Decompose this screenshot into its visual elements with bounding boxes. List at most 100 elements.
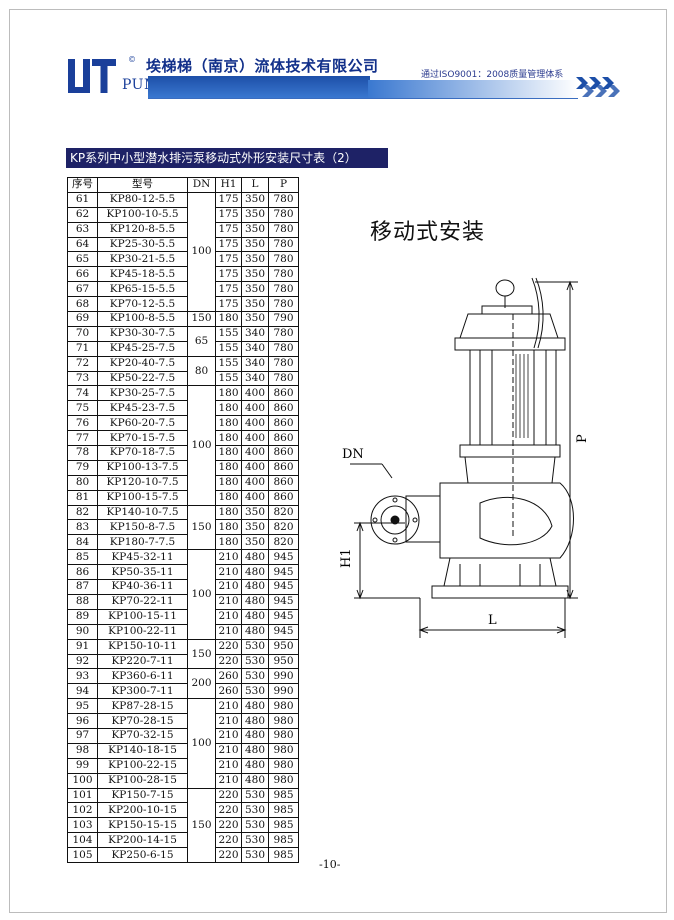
- p-cell: 980: [268, 772, 299, 789]
- l-cell: 480: [241, 727, 269, 744]
- p-cell: 980: [268, 742, 299, 759]
- l-cell: 350: [241, 236, 269, 253]
- l-cell: 480: [241, 608, 269, 625]
- h1-cell: 180: [215, 400, 242, 417]
- p-cell: 860: [268, 474, 299, 491]
- serial-cell: 96: [67, 713, 98, 729]
- l-cell: 530: [241, 802, 269, 819]
- model-cell: KP70-18-7.5: [97, 445, 188, 461]
- p-cell: 860: [268, 430, 299, 447]
- model-cell: KP150-15-15: [97, 817, 188, 834]
- h1-cell: 180: [215, 385, 242, 402]
- p-cell: 780: [268, 206, 299, 223]
- model-cell: KP100-8-5.5: [97, 311, 188, 327]
- chevron-right-icon: [576, 77, 620, 97]
- dn-cell: 150: [187, 638, 216, 670]
- l-cell: 350: [241, 519, 269, 536]
- model-cell: KP30-30-7.5: [97, 325, 188, 342]
- h1-cell: 210: [215, 698, 242, 715]
- h1-cell: 210: [215, 757, 242, 774]
- h1-cell: 210: [215, 772, 242, 789]
- dn-cell: 100: [187, 698, 216, 789]
- h1-cell: 180: [215, 519, 242, 536]
- l-cell: 530: [241, 683, 269, 700]
- l-cell: 480: [241, 579, 269, 595]
- h1-cell: 175: [215, 251, 242, 268]
- logo-mark-icon: [68, 59, 116, 93]
- h1-cell: 155: [215, 355, 242, 372]
- serial-cell: 80: [67, 474, 98, 491]
- model-cell: KP220-7-11: [97, 653, 188, 670]
- p-cell: 820: [268, 519, 299, 536]
- h1-cell: 210: [215, 608, 242, 625]
- p-cell: 945: [268, 593, 299, 610]
- model-cell: KP100-10-5.5: [97, 206, 188, 223]
- p-cell: 780: [268, 370, 299, 387]
- page-frame: [9, 9, 667, 913]
- certification-text: 通过ISO9001：2008质量管理体系: [421, 70, 564, 80]
- serial-cell: 88: [67, 593, 98, 610]
- serial-cell: 101: [67, 787, 98, 804]
- serial-cell: 77: [67, 430, 98, 447]
- model-cell: KP45-25-7.5: [97, 340, 188, 357]
- model-cell: KP100-13-7.5: [97, 459, 188, 476]
- h1-cell: 175: [215, 191, 242, 208]
- h1-cell: 260: [215, 683, 242, 700]
- model-cell: KP100-15-7.5: [97, 489, 188, 506]
- l-cell: 480: [241, 757, 269, 774]
- h1-cell: 180: [215, 534, 242, 551]
- serial-cell: 81: [67, 489, 98, 506]
- h1-cell: 210: [215, 579, 242, 595]
- h1-cell: 210: [215, 564, 242, 581]
- serial-cell: 89: [67, 608, 98, 625]
- model-cell: KP45-32-11: [97, 549, 188, 566]
- serial-cell: 63: [67, 221, 98, 238]
- serial-cell: 92: [67, 653, 98, 670]
- model-cell: KP30-21-5.5: [97, 251, 188, 268]
- model-cell: KP150-8-7.5: [97, 519, 188, 536]
- l-cell: 350: [241, 281, 269, 298]
- h1-cell: 175: [215, 236, 242, 253]
- h1-cell: 180: [215, 415, 242, 432]
- l-cell: 480: [241, 713, 269, 729]
- l-cell: 530: [241, 817, 269, 834]
- h1-cell: 180: [215, 489, 242, 506]
- h1-cell: 180: [215, 474, 242, 491]
- p-cell: 860: [268, 489, 299, 506]
- model-cell: KP70-15-7.5: [97, 430, 188, 447]
- p-cell: 860: [268, 445, 299, 461]
- p-cell: 945: [268, 549, 299, 566]
- model-cell: KP87-28-15: [97, 698, 188, 715]
- serial-cell: 76: [67, 415, 98, 432]
- serial-cell: 87: [67, 579, 98, 595]
- h1-cell: 175: [215, 266, 242, 283]
- dn-cell: 80: [187, 355, 216, 387]
- model-cell: KP200-14-15: [97, 832, 188, 849]
- h1-cell: 175: [215, 296, 242, 313]
- serial-cell: 78: [67, 445, 98, 461]
- h1-cell: 210: [215, 742, 242, 759]
- h1-cell: 220: [215, 847, 242, 863]
- p-cell: 780: [268, 236, 299, 253]
- h1-label: H1: [339, 548, 354, 568]
- serial-cell: 65: [67, 251, 98, 268]
- h1-cell: 210: [215, 549, 242, 566]
- l-cell: 530: [241, 668, 269, 685]
- h1-cell: 155: [215, 370, 242, 387]
- l-cell: 350: [241, 191, 269, 208]
- serial-cell: 75: [67, 400, 98, 417]
